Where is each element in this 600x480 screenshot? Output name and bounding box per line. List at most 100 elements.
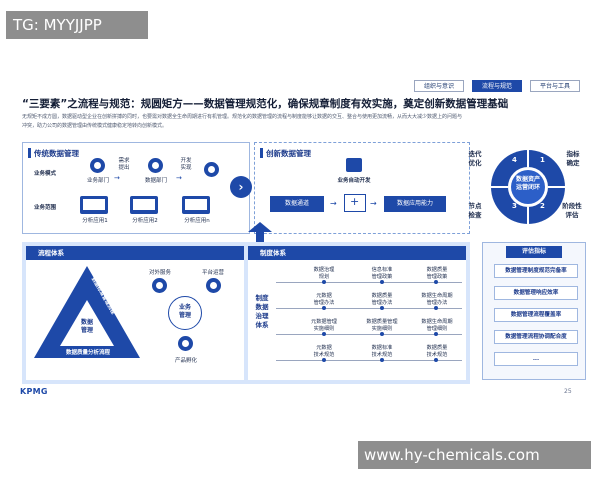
node-external-service: 对外服务 (148, 270, 171, 276)
institution-header: 制度体系 (248, 246, 466, 260)
cycle-center (511, 170, 545, 204)
metric-item: 数据管理流程覆盖率 (494, 308, 578, 322)
watermark-top: TG: MYYJJPP (6, 11, 148, 39)
grid-cell: 数据标准 技术规范 (371, 345, 393, 358)
grid-cell: 元数据管理 实施细则 (311, 319, 337, 332)
cycle-step-2-label: 阶段性 评估 (562, 202, 582, 219)
metric-item: 数据管理响应效率 (494, 286, 578, 300)
grid-dot (380, 358, 384, 362)
plus-sign-icon: + (350, 195, 360, 208)
innovative-title: 创新数据管理 (266, 149, 311, 158)
cycle-step-4-label: 迭代 优化 (468, 150, 482, 167)
grid-dot (380, 306, 384, 310)
grid-dot (322, 332, 326, 336)
grid-rule (276, 282, 462, 283)
grid-dot (322, 358, 326, 362)
arrow-right-icon: → (330, 199, 337, 208)
watermark-bottom: www.hy-chemicals.com (358, 441, 591, 469)
business-dept-icon (90, 158, 105, 173)
up-arrow-icon (248, 222, 272, 232)
grid-cell: 数据生命周期 管理细则 (421, 319, 453, 332)
grid-rule (276, 334, 462, 335)
develop-label: 开发 实现 (180, 158, 192, 171)
cycle-step-3-num: 3 (512, 202, 517, 210)
metric-item: 数据管理流程协调配合度 (494, 330, 578, 344)
grid-cell: 数据质量 管理办法 (371, 293, 393, 306)
intro-text: 无规矩不成方圆，数据驱动型企业在创新拼搏的同时，也要需对数据全生命周期进行有机管… (22, 114, 463, 129)
cycle-step-3-label: 节点 检查 (468, 202, 482, 219)
service-icon (152, 278, 167, 293)
slide: 组织与意识 流程与规范 平台与工具 “三要素”之流程与规范：规圆矩方——数据管理… (14, 72, 588, 404)
grid-dot (434, 358, 438, 362)
grid-dot (434, 280, 438, 284)
triangle-inner (60, 300, 114, 346)
cycle-center-label: 数据资产 运营闭环 (515, 176, 540, 191)
metric-item: ... (494, 352, 578, 366)
app-n-label: 分析应用n (184, 218, 210, 224)
arrow-right-icon: → (114, 174, 120, 182)
metric-item: 数据管理制度规范完备率 (494, 264, 578, 278)
computer-icon (130, 196, 158, 214)
tri-bottom-label: 数据质量分析流程 (65, 350, 110, 356)
traditional-title: 传统数据管理 (34, 149, 79, 158)
page-title: “三要素”之流程与规范：规圆矩方——数据管理规范化，确保规章制度有效实施，奠定创… (22, 98, 509, 110)
institution-panel (248, 246, 466, 380)
traditional-panel (22, 142, 250, 234)
grid-cell: 数据生命周期 管理办法 (421, 293, 453, 306)
innovative-title-bar (260, 148, 263, 158)
tab-org-awareness[interactable]: 组织与意识 (414, 80, 464, 92)
app-icon (204, 162, 219, 177)
data-dept-icon (148, 158, 163, 173)
chevron-right-icon: › (230, 176, 252, 198)
computer-icon (80, 196, 108, 214)
grid-dot (434, 306, 438, 310)
tab-platform-tools[interactable]: 平台与工具 (530, 80, 580, 92)
arrow-right-icon: → (176, 174, 182, 182)
arrow-right-icon: → (370, 199, 377, 208)
data-dept-label: 数据部门 (144, 178, 167, 184)
grid-cell: 数据质量 管理政策 (426, 267, 448, 280)
innovative-panel (254, 142, 470, 234)
row-business-mode: 业务模式 (34, 171, 57, 177)
institution-side-label: 制度 数据 治理 体系 (255, 294, 269, 329)
business-dept-label: 业务部门 (86, 178, 109, 184)
grid-cell: 数据质量 技术规范 (426, 345, 448, 358)
grid-dot (380, 280, 384, 284)
app-2-label: 分析应用2 (132, 218, 158, 224)
grid-cell: 数据治理 规划 (313, 267, 335, 280)
grid-rule (276, 308, 462, 309)
up-arrow-stem (256, 232, 264, 242)
kpmg-logo: KPMG (20, 387, 48, 396)
platform-icon (206, 278, 221, 293)
app-1-label: 分析应用1 (82, 218, 108, 224)
node-product-incubation: 产品孵化 (174, 358, 197, 364)
cycle-diagram (491, 150, 565, 224)
grid-dot (380, 332, 384, 336)
page-number: 25 (564, 388, 572, 395)
plus-icon (344, 194, 366, 212)
cycle-step-4-num: 4 (512, 156, 517, 164)
grid-cell: 元数据 技术规范 (313, 345, 335, 358)
data-capability-box: 数据应用能力 (384, 196, 446, 212)
grid-rule (276, 360, 462, 361)
metrics-title: 评估指标 (506, 246, 562, 258)
tab-process-norms[interactable]: 流程与规范 (472, 80, 522, 92)
row-business-scope: 业务范围 (34, 205, 57, 211)
business-hub (168, 296, 202, 330)
process-triangle (34, 266, 140, 358)
request-label: 需求 提出 (118, 158, 130, 171)
tri-center-label: 数据 管理 (80, 319, 93, 334)
node-platform-ops: 平台运营 (201, 270, 224, 276)
traditional-title-bar (28, 148, 31, 158)
data-channel-box: 数据通道 (270, 196, 324, 212)
cycle-step-1-label: 指标 确定 (566, 150, 580, 167)
product-icon (178, 336, 193, 351)
auto-dev-label: 业务自动开发 (337, 178, 371, 184)
grid-dot (322, 280, 326, 284)
grid-cell: 数据质量管理 实施细则 (366, 319, 398, 332)
computer-icon (182, 196, 210, 214)
monitor-icon (346, 158, 362, 172)
grid-cell: 元数据 管理办法 (313, 293, 335, 306)
grid-cell: 信息标准 管理政策 (371, 267, 393, 280)
cycle-step-1-num: 1 (540, 156, 545, 164)
